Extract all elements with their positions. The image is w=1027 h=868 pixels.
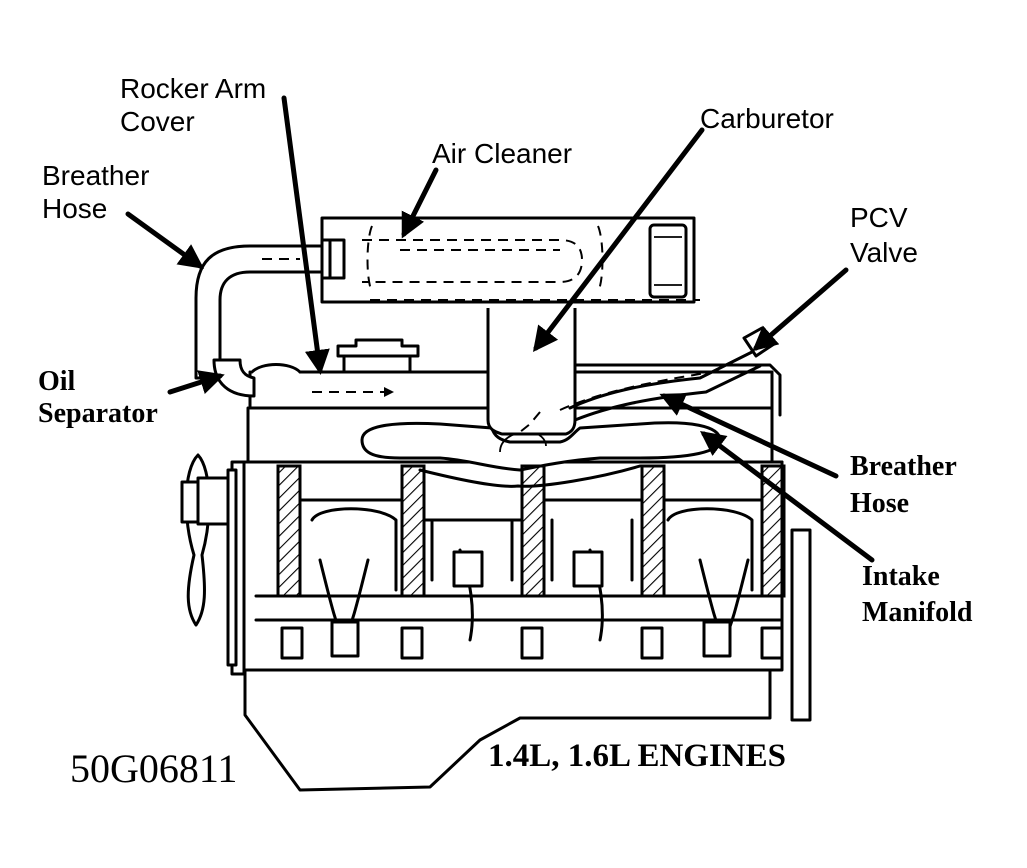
- label-pcv-valve-line1: PCV: [850, 202, 908, 233]
- arrow-intake-manifold: [700, 431, 875, 563]
- engine-drawing: [180, 216, 812, 792]
- arrow-oil-separator: [167, 370, 225, 395]
- head-studs: [276, 464, 786, 598]
- label-breather-hose-right-line2: Hose: [850, 488, 909, 519]
- arrow-breather-hose-right: [659, 393, 839, 479]
- label-pcv-valve-line2: Valve: [850, 237, 918, 268]
- label-intake-manifold-line2: Manifold: [862, 597, 973, 628]
- air-cleaner-shape: [320, 216, 700, 304]
- fan: [180, 453, 230, 627]
- label-breather-hose-left-line1: Breather: [42, 160, 149, 191]
- oil-pan: [243, 668, 772, 792]
- label-breather-hose-right-line1: Breather: [850, 451, 957, 482]
- label-rocker-arm-cover-line2: Cover: [120, 106, 195, 137]
- callout-labels: Rocker Arm Cover Breather Hose Air Clean…: [38, 73, 973, 791]
- label-breather-hose-left-line2: Hose: [42, 193, 107, 224]
- crankcase-detail: [254, 498, 784, 660]
- breather-hose-left-shape: [194, 244, 324, 380]
- label-carburetor: Carburetor: [700, 103, 834, 134]
- figure-id: 50G06811: [70, 746, 237, 791]
- oil-filler-cap: [336, 338, 420, 374]
- leader-arrows: [125, 95, 875, 563]
- label-air-cleaner: Air Cleaner: [432, 138, 572, 169]
- arrow-pcv-valve: [752, 267, 849, 352]
- label-intake-manifold-line1: Intake: [862, 561, 940, 592]
- arrow-carburetor: [532, 127, 705, 352]
- breather-hose-right-shape: [559, 326, 776, 422]
- arrow-rocker-arm-cover: [281, 95, 330, 375]
- arrow-air-cleaner: [401, 167, 439, 239]
- arrow-breather-hose-left: [125, 211, 205, 269]
- label-oil-separator-line1: Oil: [38, 366, 76, 397]
- flywheel-plate: [790, 528, 812, 722]
- label-oil-separator-line2: Separator: [38, 398, 158, 429]
- figure-caption: 1.4L, 1.6L ENGINES: [488, 738, 786, 774]
- label-rocker-arm-cover-line1: Rocker Arm: [120, 73, 266, 104]
- carburetor-body: [486, 308, 577, 436]
